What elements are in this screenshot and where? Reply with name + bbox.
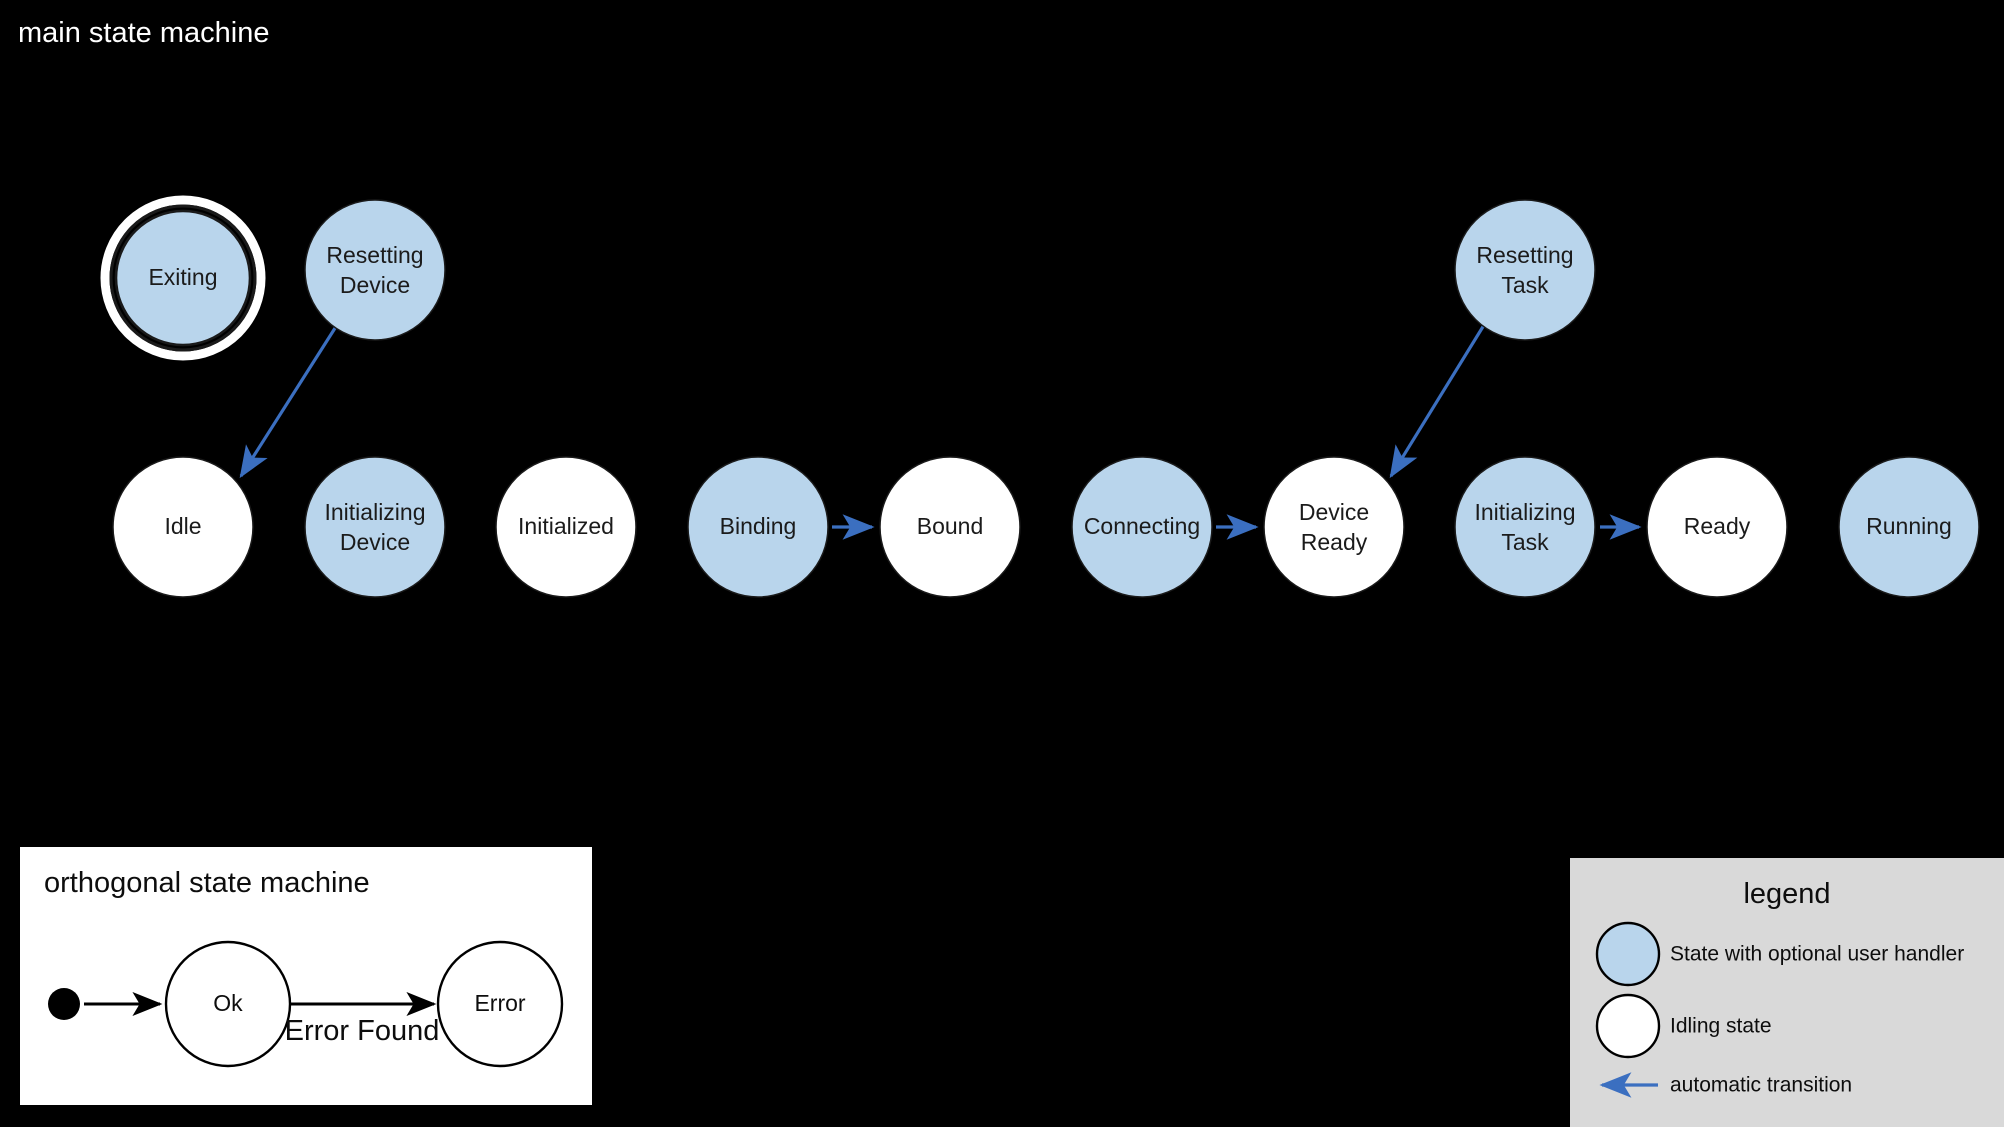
state-resetting-device[interactable]: Resetting Device: [304, 199, 446, 341]
state-label: Running: [1866, 513, 1952, 539]
state-label-line-1: Device: [1299, 499, 1369, 525]
state-exiting[interactable]: Exiting: [100, 195, 266, 361]
state-initialized[interactable]: Initialized: [495, 456, 637, 598]
state-label: Exiting: [148, 264, 217, 290]
ortho-state-label: Ok: [213, 990, 243, 1016]
state-label: Ready: [1684, 513, 1751, 539]
main-states: Exiting Resetting Device Resetting Task …: [100, 195, 1980, 598]
state-label-line-2: Device: [340, 272, 410, 298]
legend-item-idling-state: Idling state: [1595, 993, 1772, 1059]
state-idle[interactable]: Idle: [112, 456, 254, 598]
legend-item-label: automatic transition: [1670, 1074, 1852, 1097]
legend-panel: legend State with optional user handler …: [1570, 858, 2004, 1127]
state-label-line-1: Initializing: [1475, 499, 1576, 525]
state-initializing-task[interactable]: Initializing Task: [1454, 456, 1596, 598]
legend-item-label: Idling state: [1670, 1015, 1772, 1038]
state-label: Idle: [164, 513, 201, 539]
state-resetting-task[interactable]: Resetting Task: [1454, 199, 1596, 341]
state-binding[interactable]: Binding: [687, 456, 829, 598]
main-title: main state machine: [18, 17, 269, 49]
ortho-state-ok[interactable]: Ok: [164, 940, 292, 1068]
transition-resetting-task-to-device-ready[interactable]: [1389, 324, 1486, 479]
ortho-state-label: Error: [474, 990, 525, 1016]
legend-idling-state-icon: [1595, 993, 1661, 1059]
state-label-line-2: Task: [1501, 529, 1549, 555]
legend-panel-background: [1570, 858, 2004, 1127]
state-label: Bound: [917, 513, 984, 539]
state-ready[interactable]: Ready: [1646, 456, 1788, 598]
orthogonal-title: orthogonal state machine: [44, 867, 370, 899]
legend-item-auto-transition: automatic transition: [1599, 1072, 1852, 1098]
state-label-line-2: Task: [1501, 272, 1549, 298]
state-bound[interactable]: Bound: [879, 456, 1021, 598]
state-label-line-1: Resetting: [1476, 242, 1573, 268]
state-connecting[interactable]: Connecting: [1071, 456, 1213, 598]
state-label-line-1: Resetting: [326, 242, 423, 268]
state-label: Binding: [720, 513, 797, 539]
state-label-line-2: Ready: [1301, 529, 1368, 555]
legend-item-label: State with optional user handler: [1670, 943, 1964, 966]
state-label: Initialized: [518, 513, 614, 539]
state-initializing-device[interactable]: Initializing Device: [304, 456, 446, 598]
legend-item-handler-state: State with optional user handler: [1595, 921, 1964, 987]
state-running[interactable]: Running: [1838, 456, 1980, 598]
state-label-line-1: Initializing: [325, 499, 426, 525]
state-label-line-2: Device: [340, 529, 410, 555]
main-transitions: [239, 324, 1642, 540]
state-label: Connecting: [1084, 513, 1200, 539]
legend-title: legend: [1743, 878, 1830, 910]
transition-resetting-device-to-idle[interactable]: [239, 324, 339, 479]
state-device-ready[interactable]: Device Ready: [1263, 456, 1405, 598]
initial-state-node[interactable]: [48, 988, 80, 1020]
transition-label-error-found: Error Found: [285, 1015, 440, 1047]
legend-handler-state-icon: [1595, 921, 1661, 987]
orthogonal-state-machine-panel: orthogonal state machine Ok Error Found …: [20, 847, 592, 1105]
ortho-state-error[interactable]: Error: [436, 940, 564, 1068]
